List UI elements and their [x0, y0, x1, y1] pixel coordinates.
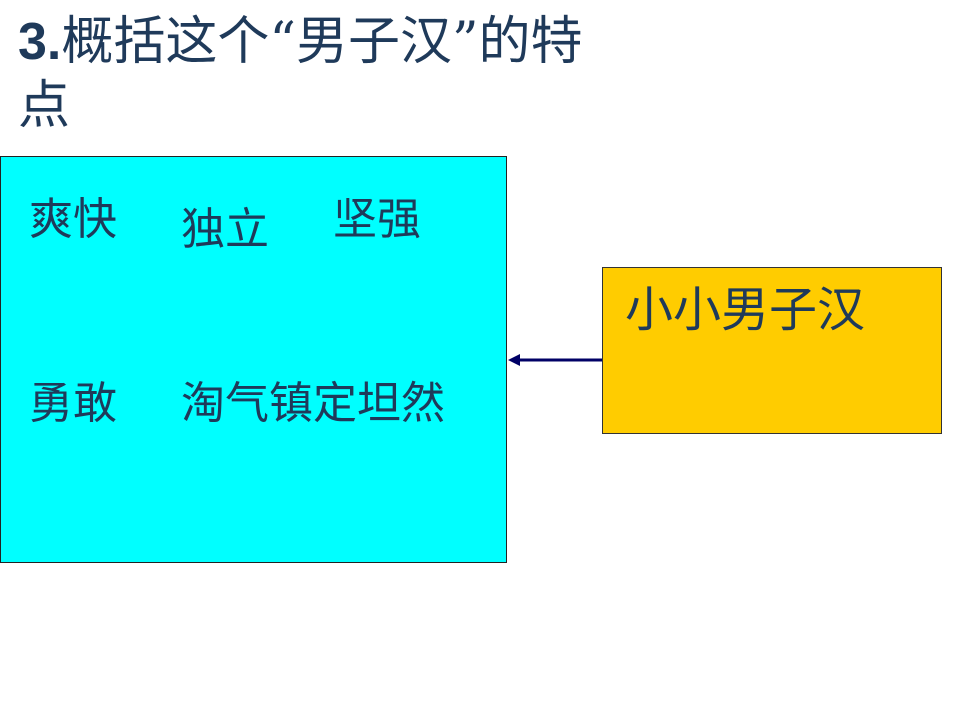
- target-box: 小小男子汉: [602, 267, 942, 434]
- title-number: 3.: [18, 13, 62, 71]
- trait-jianqiang: 坚强: [333, 194, 421, 245]
- trait-duli: 独立: [181, 204, 269, 255]
- trait-taoqi-zhending-tanran: 淘气镇定坦然: [181, 378, 445, 429]
- trait-shuangkuai: 爽快: [29, 194, 117, 245]
- title-line-2: 点: [18, 76, 71, 136]
- traits-box: 爽快 独立 坚强 勇敢 淘气镇定坦然: [0, 156, 507, 563]
- target-label: 小小男子汉: [625, 282, 866, 338]
- title-line-1: 概括这个“男子汉”的特: [61, 12, 583, 72]
- trait-yonggan: 勇敢: [29, 378, 117, 429]
- slide-title: 3.概括这个“男子汉”的特 点: [18, 10, 818, 138]
- arrow-left-icon: [508, 354, 612, 366]
